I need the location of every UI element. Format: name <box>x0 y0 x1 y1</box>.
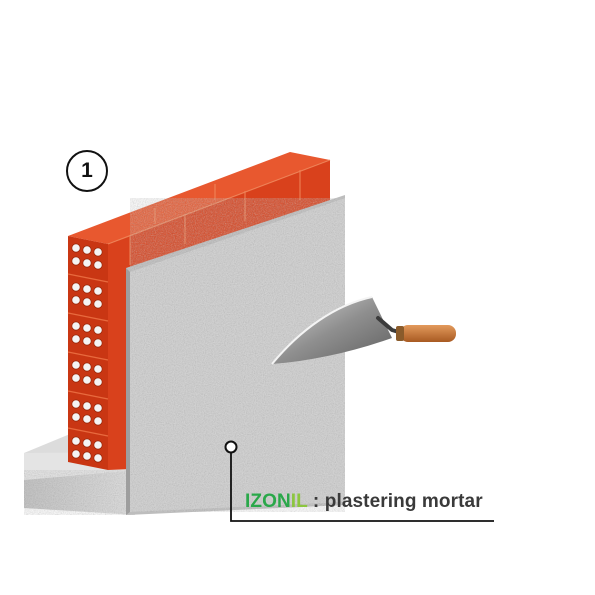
brick-hole <box>93 440 103 450</box>
step-number: 1 <box>81 159 93 182</box>
brick-hole <box>71 256 81 266</box>
brick-hole <box>71 360 81 370</box>
brick-hole <box>93 299 103 309</box>
brick-hole <box>71 295 81 305</box>
brick-hole <box>71 334 81 344</box>
brick-hole <box>93 325 103 335</box>
trowel <box>271 296 456 365</box>
brick-hole <box>82 258 92 268</box>
step-number-badge: 1 <box>66 150 108 192</box>
brick-hole <box>71 412 81 422</box>
brand-name-part2: IL <box>290 491 308 512</box>
brick-hole <box>82 401 92 411</box>
brick-hole <box>82 336 92 346</box>
brick-hole <box>93 364 103 374</box>
brick-hole <box>93 377 103 387</box>
plaster-layer <box>126 195 345 515</box>
brick-hole <box>82 414 92 424</box>
brick-hole <box>71 321 81 331</box>
brick-hole <box>82 375 92 385</box>
brick-hole <box>93 286 103 296</box>
brick-hole <box>82 284 92 294</box>
callout-separator: : <box>307 491 325 512</box>
brick-hole <box>82 323 92 333</box>
brick-hole <box>82 245 92 255</box>
product-description: plastering mortar <box>324 491 483 512</box>
brick-hole <box>82 297 92 307</box>
brick-hole <box>93 453 103 463</box>
brand-name-part1: IZON <box>245 491 291 512</box>
brick-hole <box>71 282 81 292</box>
brick-end-courses <box>67 273 109 437</box>
callout-leader <box>224 440 494 522</box>
brick-hole <box>82 362 92 372</box>
brick-holes <box>71 243 103 463</box>
brick-hole <box>82 438 92 448</box>
brick-hole <box>71 243 81 253</box>
brick-hole <box>93 247 103 257</box>
brick-hole <box>93 403 103 413</box>
brick-hole <box>93 416 103 426</box>
brick-hole <box>93 260 103 270</box>
brick-hole <box>71 436 81 446</box>
brick-hole <box>93 338 103 348</box>
brick-hole <box>71 373 81 383</box>
callout-dot <box>224 440 238 454</box>
brick-hole <box>82 451 92 461</box>
product-callout-label: IZONIL : plastering mortar <box>245 491 483 513</box>
brick-hole <box>71 449 81 459</box>
brick-hole <box>71 399 81 409</box>
